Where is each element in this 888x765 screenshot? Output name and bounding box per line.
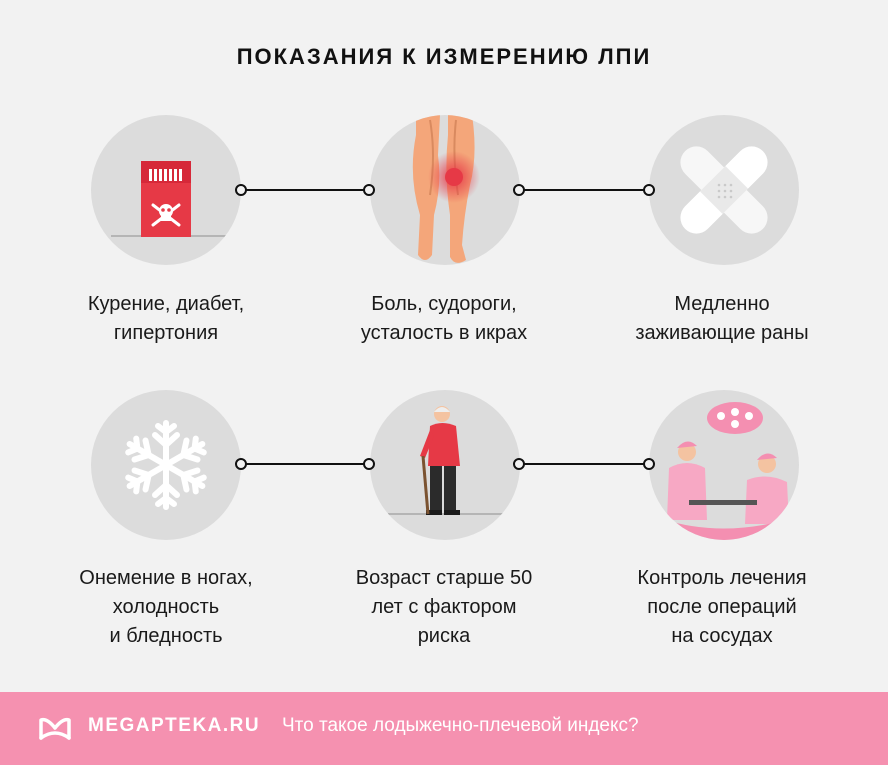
connector-2: [513, 184, 655, 196]
connector-1: [235, 184, 375, 196]
megapteka-logo-icon[interactable]: [38, 714, 72, 742]
connector-3: [235, 458, 375, 470]
circle-bandage: [649, 115, 799, 265]
elderly-man-icon: [388, 406, 510, 515]
circle-surgeons: [649, 390, 799, 540]
circle-elderly: [370, 390, 520, 540]
bandage-icon: [680, 146, 768, 234]
brand-link[interactable]: MEGAPTEKA.RU: [88, 715, 261, 736]
footer-bar: MEGAPTEKA.RU Что такое лодыжечно-плечево…: [0, 692, 888, 765]
cigarette-pack-icon: [111, 161, 226, 237]
snowflake-icon: [91, 420, 241, 540]
page-title: ПОКАЗАНИЯ К ИЗМЕРЕНИЮ ЛПИ: [236, 44, 652, 69]
label-legs: Боль, судороги,усталость в икрах: [360, 293, 528, 344]
circle-legs: [370, 115, 520, 265]
connector-4: [513, 458, 655, 470]
label-smoking: Курение, диабет,гипертония: [87, 293, 245, 344]
legs-pain-icon: [412, 115, 480, 263]
circle-snowflake: [91, 390, 241, 540]
circle-smoking: [91, 115, 241, 265]
surgeons-icon: [649, 402, 799, 540]
footer-tagline: Что такое лодыжечно-плечевой индекс?: [282, 715, 639, 736]
